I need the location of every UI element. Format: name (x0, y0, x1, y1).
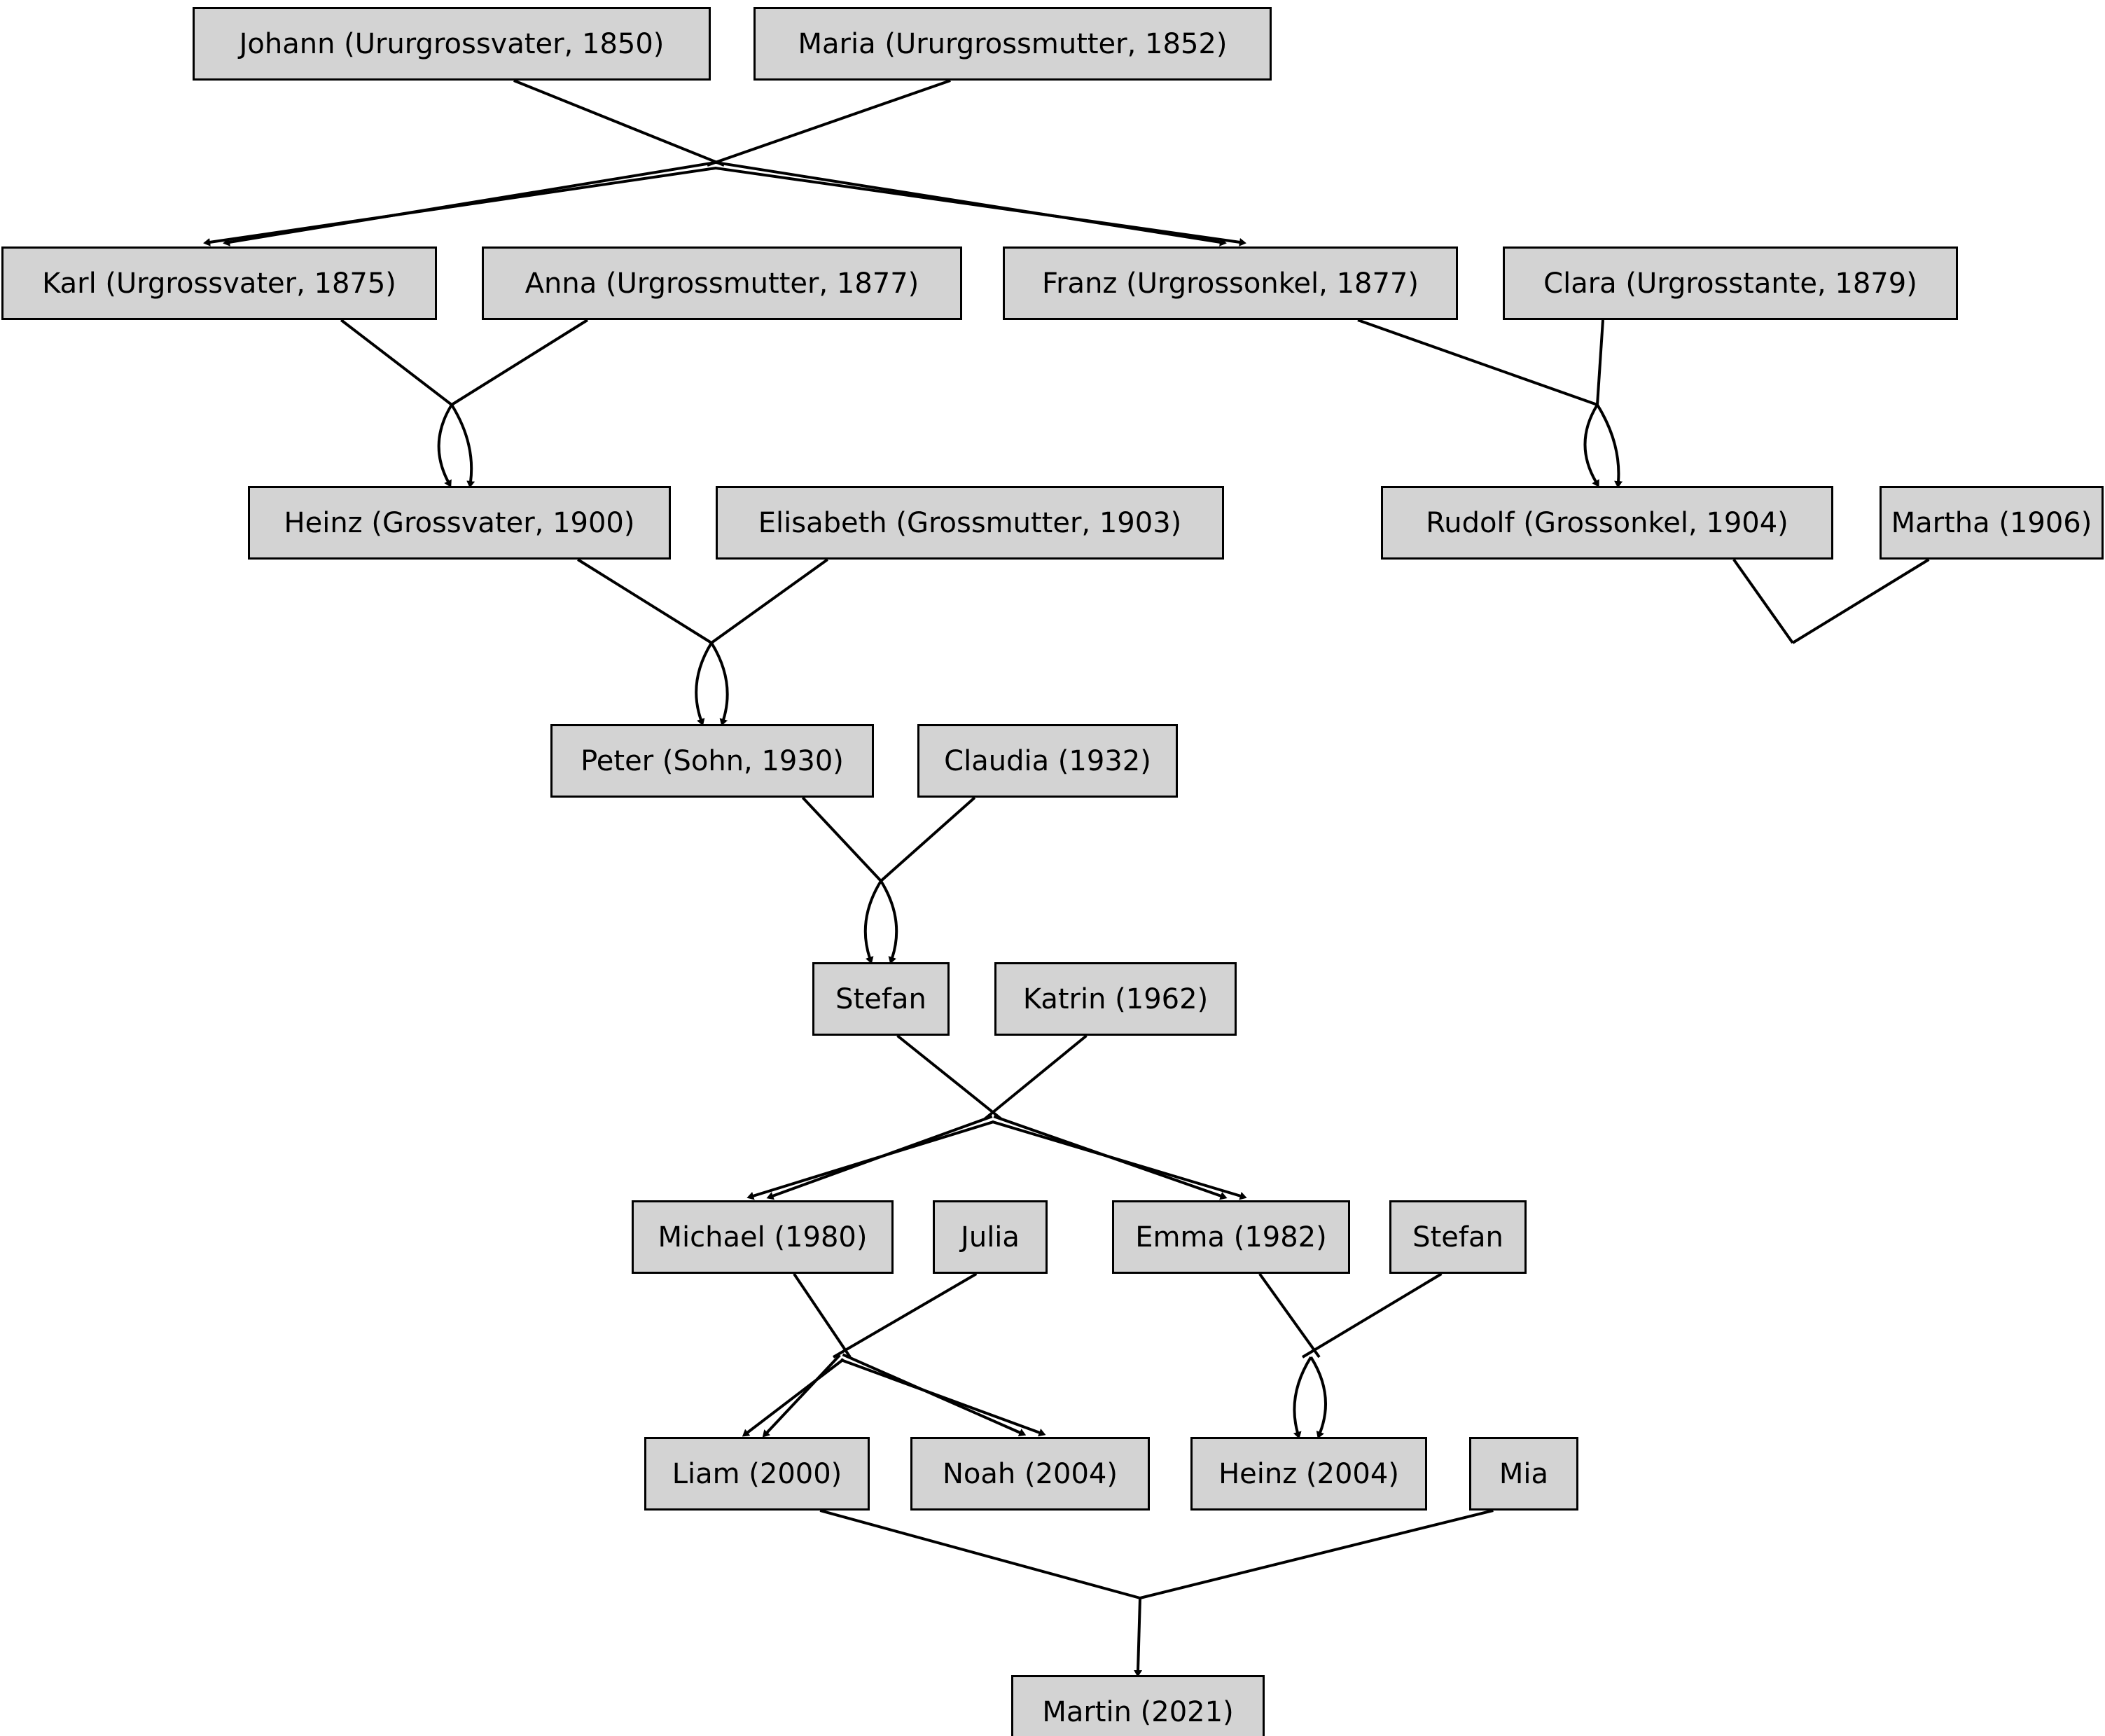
person-label: Maria (Ururgrossmutter, 1852) (798, 27, 1228, 60)
edge-junction-1-to-heinz1900-b (450, 403, 475, 488)
edge-junction-0-to-karl-b (223, 161, 716, 246)
edge-parent-stefan62-to-junction-6 (896, 1034, 1003, 1120)
person-label: Anna (Urgrossmutter, 1877) (524, 267, 919, 300)
edge-parent-elisabeth-to-junction-3 (710, 558, 828, 644)
person-node-peter[interactable]: Peter (Sohn, 1930) (550, 724, 874, 798)
person-label: Liam (2000) (672, 1457, 842, 1490)
person-node-liam[interactable]: Liam (2000) (644, 1437, 870, 1511)
person-label: Stefan (835, 982, 926, 1015)
edge-parent-martha-to-junction-4 (1791, 558, 1930, 644)
edge-junction-to-martin (1134, 1597, 1143, 1677)
person-label: Martin (2021) (1042, 1695, 1234, 1728)
edge-junction-6-to-emma-b (992, 1120, 1247, 1200)
person-node-heinz2004[interactable]: Heinz (2004) (1190, 1437, 1427, 1511)
person-label: Elisabeth (Grossmutter, 1903) (758, 506, 1182, 539)
edge-parent-claudia-to-junction-5 (880, 796, 976, 882)
person-label: Clara (Urgrosstante, 1879) (1543, 267, 1917, 300)
person-node-johann[interactable]: Johann (Ururgrossvater, 1850) (193, 7, 711, 81)
edge-junction-3-to-peter-b (710, 641, 729, 726)
person-node-karl[interactable]: Karl (Urgrossvater, 1875) (1, 246, 437, 320)
person-label: Mia (1499, 1457, 1549, 1490)
person-node-martin[interactable]: Martin (2021) (1011, 1675, 1265, 1736)
edge-parent-liam-to-junction-9 (819, 1509, 1141, 1599)
edge-layer (203, 79, 1930, 1677)
edge-junction-7-to-liam-a (742, 1358, 845, 1437)
edge-parent-karl-to-junction-1 (340, 319, 453, 406)
person-node-stefan62[interactable]: Stefan (812, 962, 950, 1036)
person-label: Franz (Urgrossonkel, 1877) (1042, 267, 1419, 300)
person-node-heinz1900[interactable]: Heinz (Grossvater, 1900) (248, 486, 671, 560)
person-label: Emma (1982) (1135, 1221, 1327, 1254)
person-label: Stefan (1412, 1221, 1503, 1254)
person-label: Rudolf (Grossonkel, 1904) (1426, 506, 1788, 539)
person-label: Peter (Sohn, 1930) (581, 744, 844, 777)
edge-parent-michael-to-junction-7 (793, 1272, 852, 1359)
person-node-stefan2[interactable]: Stefan (1389, 1200, 1527, 1274)
edge-junction-7-to-liam-b (762, 1354, 841, 1438)
edge-parent-clara-to-junction-2 (1596, 319, 1604, 405)
edge-junction-7-to-noah-b (840, 1358, 1046, 1437)
edge-parent-anna-to-junction-1 (450, 319, 588, 406)
edge-parent-julia-to-junction-7 (832, 1272, 978, 1359)
person-label: Heinz (Grossvater, 1900) (284, 506, 635, 539)
person-node-michael[interactable]: Michael (1980) (632, 1200, 894, 1274)
person-node-clara[interactable]: Clara (Urgrosstante, 1879) (1503, 246, 1958, 320)
edge-parent-stefan2-to-junction-8 (1301, 1272, 1443, 1359)
edge-parent-franz-to-junction-2 (1357, 319, 1598, 406)
edge-junction-5-to-stefan62-b (880, 880, 898, 964)
person-node-katrin[interactable]: Katrin (1962) (994, 962, 1237, 1036)
edge-junction-2-to-rudolf-a (1583, 403, 1599, 487)
person-label: Noah (2004) (943, 1457, 1118, 1490)
edge-junction-5-to-stefan62-a (863, 880, 882, 964)
person-label: Heinz (2004) (1218, 1457, 1399, 1490)
edge-junction-8-to-heinz2004-b (1309, 1356, 1327, 1439)
edge-junction-1-to-heinz1900-a (437, 403, 453, 487)
person-label: Johann (Ururgrossvater, 1850) (239, 27, 665, 60)
person-node-martha[interactable]: Martha (1906) (1880, 486, 2104, 560)
edge-parent-peter-to-junction-5 (801, 796, 882, 882)
edge-junction-0-to-franz-a (716, 161, 1227, 246)
edge-parent-katrin-to-junction-6 (983, 1034, 1088, 1120)
person-label: Michael (1980) (658, 1221, 868, 1254)
person-node-claudia[interactable]: Claudia (1932) (917, 724, 1178, 798)
edge-parent-rudolf-to-junction-4 (1732, 558, 1794, 644)
edge-parent-mia-to-junction-9 (1139, 1509, 1494, 1599)
person-node-anna[interactable]: Anna (Urgrossmutter, 1877) (482, 246, 962, 320)
edge-parent-emma-to-junction-8 (1258, 1272, 1321, 1359)
edge-parent-johann-to-junction-0 (513, 79, 725, 167)
person-node-mia[interactable]: Mia (1469, 1437, 1578, 1511)
person-node-julia[interactable]: Julia (933, 1200, 1048, 1274)
edge-junction-3-to-peter-a (695, 641, 713, 726)
person-node-noah[interactable]: Noah (2004) (910, 1437, 1150, 1511)
person-label: Katrin (1962) (1022, 982, 1209, 1015)
person-node-maria[interactable]: Maria (Ururgrossmutter, 1852) (753, 7, 1272, 81)
person-label: Julia (961, 1221, 1020, 1254)
person-node-rudolf[interactable]: Rudolf (Grossonkel, 1904) (1381, 486, 1833, 560)
person-node-franz[interactable]: Franz (Urgrossonkel, 1877) (1003, 246, 1458, 320)
person-node-emma[interactable]: Emma (1982) (1112, 1200, 1350, 1274)
person-label: Martha (1906) (1891, 506, 2092, 539)
person-node-elisabeth[interactable]: Elisabeth (Grossmutter, 1903) (716, 486, 1224, 560)
edge-parent-maria-to-junction-0 (707, 79, 951, 167)
edge-junction-6-to-michael-b (766, 1115, 993, 1200)
edge-parent-heinz1900-to-junction-3 (577, 558, 713, 644)
person-label: Claudia (1932) (944, 744, 1151, 777)
person-label: Karl (Urgrossvater, 1875) (42, 267, 396, 300)
edge-junction-0-to-franz-b (715, 166, 1246, 246)
edge-junction-8-to-heinz2004-a (1293, 1356, 1312, 1439)
edge-junction-2-to-rudolf-b (1596, 403, 1623, 488)
